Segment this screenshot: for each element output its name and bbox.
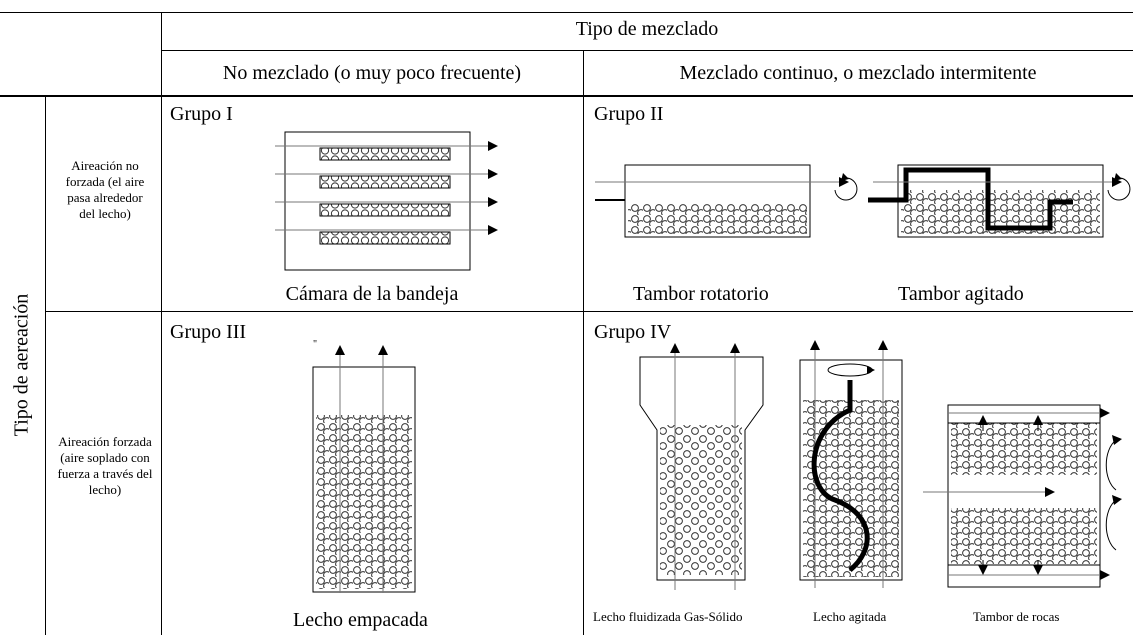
col-divider-middle — [583, 50, 584, 635]
aeration-type-header: Tipo de aereación — [10, 293, 33, 437]
tray-3 — [319, 203, 451, 217]
agitated-bed-figure — [799, 340, 903, 588]
group-4-caption-fluidized: Lecho fluidizada Gas-Sólido — [593, 609, 743, 624]
group-3-caption: Lecho empacada — [293, 609, 428, 631]
group-2-caption-agitated: Tambor agitado — [898, 283, 1024, 305]
row-divider — [45, 311, 1133, 312]
rocking-drum-figure — [923, 404, 1122, 588]
group-4-title: Grupo IV — [594, 321, 672, 343]
header-bottom-border — [0, 95, 1133, 97]
natural-aeration-label: Aireación no forzada (el aire pasa alred… — [65, 158, 145, 221]
forced-aeration-label: Aireación forzada (aire soplado con fuer… — [57, 434, 153, 497]
svg-text:": " — [313, 339, 317, 350]
group-1-caption: Cámara de la bandeja — [285, 283, 459, 305]
group-4-caption-agitated-bed: Lecho agitada — [813, 609, 887, 624]
group-2-title: Grupo II — [594, 103, 664, 125]
no-mixing-header: No mezclado (o muy poco frecuente) — [222, 62, 522, 84]
group-2-caption-rotary: Tambor rotatorio — [633, 283, 769, 305]
packed-bed-figure: " — [312, 339, 416, 593]
tray-1 — [319, 147, 451, 161]
group-3-title: Grupo III — [170, 321, 247, 343]
group-4-caption-rocking-drum: Tambor de rocas — [973, 609, 1060, 624]
mixing-type-header: Tipo de mezclado — [575, 18, 719, 40]
col-divider-left — [161, 12, 162, 635]
group-1-title: Grupo I — [170, 103, 233, 125]
tray-4 — [319, 231, 451, 245]
continuous-mixing-header: Mezclado continuo, o mezclado intermiten… — [679, 62, 1037, 84]
fluidized-bed-figure — [639, 343, 764, 590]
agitated-drum-figure — [868, 164, 1131, 238]
header-divider — [161, 50, 1133, 51]
table-top-border — [0, 12, 1133, 13]
tray-2 — [319, 175, 451, 189]
col-divider-axis — [45, 96, 46, 635]
rotary-drum-figure — [595, 164, 858, 238]
tray-chamber-figure — [275, 131, 498, 271]
